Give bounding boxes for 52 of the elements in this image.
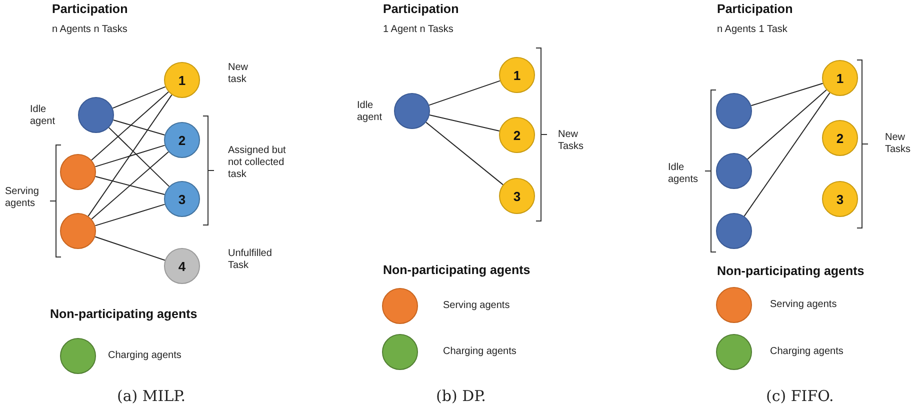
connector-line	[112, 86, 166, 109]
node-caption: Charging agents	[108, 350, 182, 362]
task-number: 2	[178, 132, 186, 148]
connector-line	[747, 89, 827, 160]
task-number: 3	[513, 188, 521, 204]
bracket-label: New Tasks	[885, 132, 912, 156]
bracket-label: Serving agents	[5, 186, 40, 210]
connector-line	[426, 122, 504, 186]
task-number: 3	[178, 192, 186, 206]
connector-line	[90, 91, 170, 161]
task-number: 3	[836, 192, 844, 206]
task-number: 4	[178, 258, 186, 274]
subheading: 1 Agent n Tasks	[383, 24, 454, 36]
connector-line	[750, 82, 824, 106]
connector-line	[428, 80, 500, 106]
connector-line	[91, 151, 169, 220]
node-caption: Unfulfilled Task	[228, 248, 273, 272]
node-caption: Charging agents	[443, 346, 518, 358]
figure-caption: (c) FIFO.	[766, 390, 835, 402]
connector-line	[88, 94, 172, 217]
task-number: 2	[513, 128, 521, 142]
connector-line	[112, 120, 166, 136]
connector-line	[94, 176, 166, 195]
heading: Non-participating agents	[383, 264, 532, 276]
heading: Participation	[383, 3, 460, 15]
heading: Non-participating agents	[50, 308, 198, 320]
task-number: 1	[178, 72, 186, 88]
connector-line	[94, 144, 166, 168]
figure-caption: (a) MILP.	[117, 390, 186, 402]
subheading: n Agents 1 Task	[717, 24, 788, 36]
task-number: 1	[836, 70, 844, 86]
node-caption: Serving agents	[443, 300, 511, 312]
task-number: 2	[836, 130, 844, 146]
heading: Participation	[717, 3, 794, 15]
subheading: n Agents n Tasks	[52, 24, 128, 36]
task-number: 1	[513, 68, 521, 82]
connector-line	[94, 204, 166, 226]
node-caption: New task	[228, 62, 250, 86]
node-caption: Serving agents	[770, 299, 838, 311]
connector-line	[744, 92, 830, 217]
node-caption: Idle agent	[30, 104, 56, 128]
bracket-label: Assigned but not collected task	[228, 145, 287, 181]
connector-line	[94, 236, 166, 261]
heading: Non-participating agents	[717, 265, 866, 277]
connector-line	[108, 127, 170, 187]
figure-caption: (b) DP.	[436, 390, 487, 402]
heading: Participation	[52, 3, 129, 15]
bracket-label: New Tasks	[558, 129, 585, 153]
node-caption: Idle agent	[357, 100, 384, 124]
connector-line	[429, 114, 500, 132]
node-caption: Charging agents	[770, 346, 844, 358]
bracket-label: Idle agents	[668, 162, 700, 186]
